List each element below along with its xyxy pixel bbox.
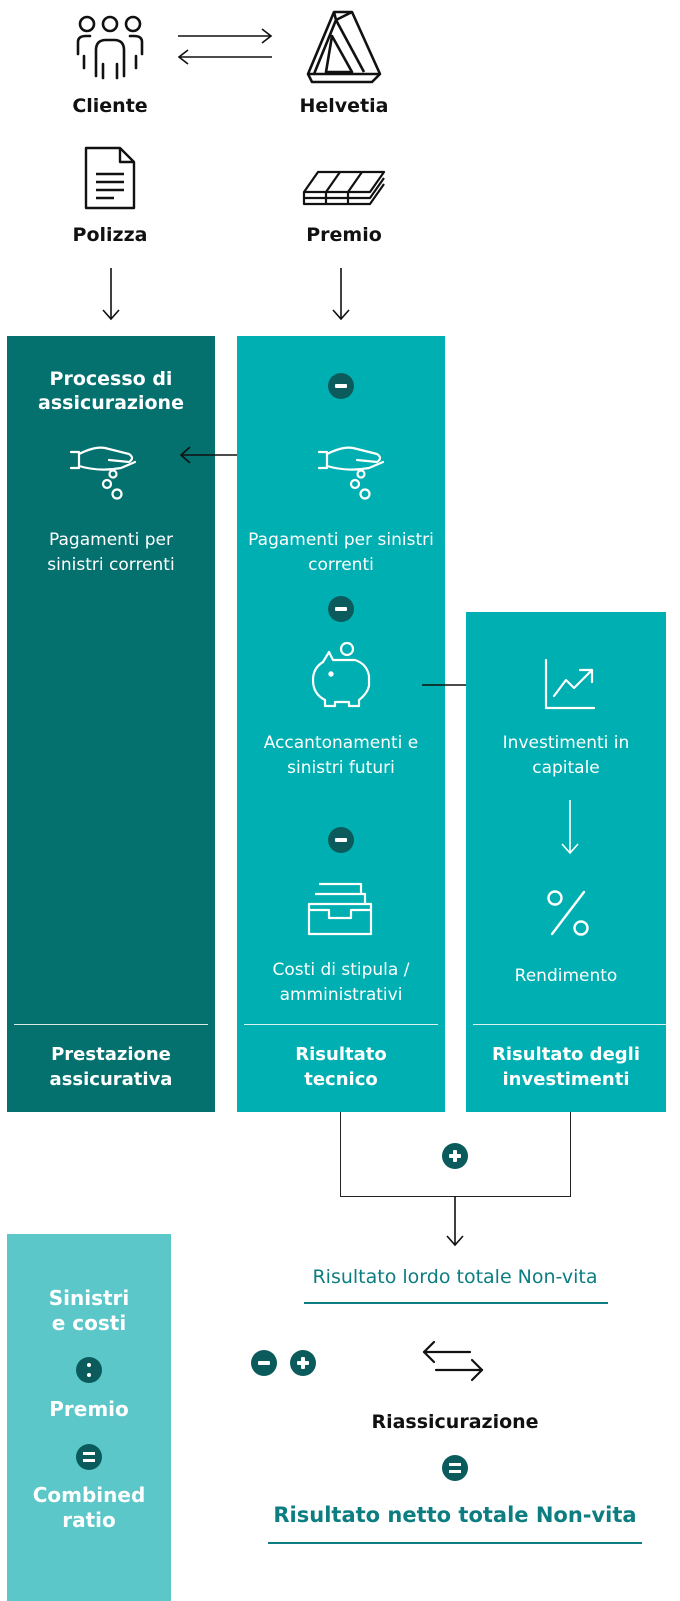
claims-costs-label: Sinistri e costi — [48, 1286, 130, 1335]
technical-result-label: Risultato tecnico — [295, 1044, 387, 1090]
insurance-process-title: Processo di assicurazione — [38, 368, 184, 414]
policy-document-icon — [84, 146, 136, 210]
equals-badge-icon — [76, 1444, 102, 1470]
plus-badge-icon — [442, 1143, 468, 1169]
connector-line — [570, 1112, 571, 1196]
policy-label: Polizza — [72, 224, 148, 246]
helvetia-label: Helvetia — [299, 95, 389, 117]
hand-coins-icon — [69, 446, 137, 500]
hand-coins-icon — [317, 446, 385, 500]
equals-badge-icon — [442, 1455, 468, 1481]
filing-tray-icon — [307, 882, 373, 936]
net-result-label: Risultato netto totale Non-vita — [273, 1503, 637, 1527]
minus-badge-icon — [328, 373, 354, 399]
divide-badge-icon — [76, 1357, 102, 1383]
technical-result-column: Pagamenti per sinistri correnti Accanton… — [237, 336, 445, 1112]
return-text: Rendimento — [514, 966, 618, 986]
reinsurance-arrows-icon — [422, 1340, 484, 1382]
insurance-payments-text: Pagamenti per sinistri correnti — [47, 530, 175, 575]
investment-result-label: Risultato degli investimenti — [491, 1044, 641, 1090]
combined-ratio-box: Sinistri e costi Premio Combined ratio — [7, 1234, 171, 1601]
divider — [244, 1024, 438, 1025]
arrow-down-icon — [332, 268, 350, 321]
money-stack-icon — [302, 170, 386, 206]
premium-label: Premio — [306, 224, 382, 246]
divider — [473, 1024, 666, 1025]
plus-badge-icon — [290, 1350, 316, 1376]
arrow-down-icon — [446, 1196, 464, 1247]
gross-result-label: Risultato lordo totale Non-vita — [312, 1266, 598, 1288]
net-result-underline — [268, 1542, 642, 1544]
insurance-benefit-label: Prestazione assicurativa — [49, 1044, 173, 1090]
helvetia-logo-icon — [306, 10, 382, 84]
exchange-arrows-icon — [177, 28, 273, 65]
client-label: Cliente — [72, 95, 148, 117]
divider — [14, 1024, 208, 1025]
investments-text: Investimenti in capitale — [502, 733, 630, 778]
costs-text: Costi di stipula / amministrativi — [272, 960, 410, 1005]
premium-ratio-label: Premio — [49, 1397, 129, 1421]
arrow-down-icon — [561, 800, 579, 855]
minus-badge-icon — [328, 596, 354, 622]
client-people-icon — [76, 15, 144, 80]
investment-result-column: Investimenti in capitale Rendimento Risu… — [466, 612, 666, 1112]
minus-badge-icon — [328, 827, 354, 853]
reserves-text: Accantonamenti e sinistri futuri — [263, 733, 419, 778]
reinsurance-label: Riassicurazione — [371, 1411, 539, 1433]
growth-chart-icon — [544, 658, 596, 710]
combined-ratio-label: Combined ratio — [32, 1483, 146, 1532]
connector-line — [340, 1112, 341, 1196]
piggy-bank-icon — [311, 641, 371, 708]
arrow-down-icon — [102, 268, 120, 321]
minus-badge-icon — [251, 1350, 277, 1376]
percent-icon — [547, 890, 589, 936]
technical-payments-text: Pagamenti per sinistri correnti — [248, 530, 434, 575]
insurance-process-column: Processo di assicurazione Pagamenti per … — [7, 336, 215, 1112]
gross-result-underline — [304, 1302, 608, 1304]
